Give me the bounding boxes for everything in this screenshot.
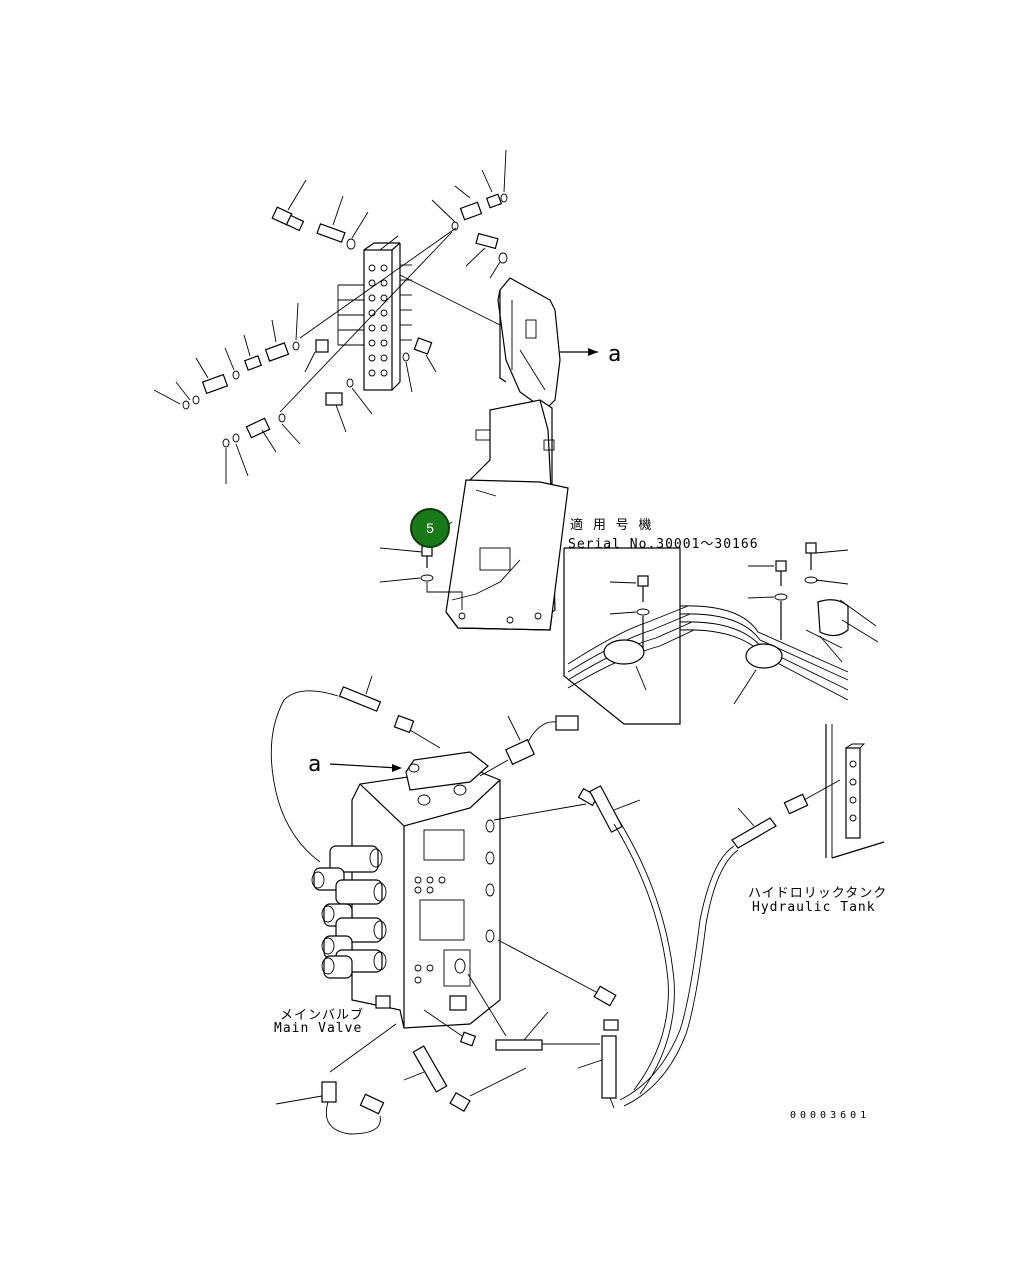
- tank-en-label: Hydraulic Tank: [752, 900, 876, 915]
- view-ref-valve-label: a: [308, 752, 323, 777]
- valve-spools: [311, 845, 387, 979]
- serial-jp-label: 適 用 号 機: [570, 518, 653, 533]
- view-ref-top-label: a: [608, 342, 623, 367]
- manifold-fittings: [153, 149, 508, 484]
- manifold-block: [337, 242, 412, 391]
- main-valve: [311, 751, 501, 1029]
- hydraulic-tank-side: [619, 724, 885, 1107]
- drawing-number: 00003601: [790, 1110, 871, 1121]
- serial-en-label: Serial No.30001～30166: [568, 537, 759, 552]
- valve-lines: [270, 675, 675, 1135]
- mounting-stand: [379, 399, 569, 631]
- valve-jp-label: メインバルブ: [280, 1008, 365, 1023]
- serial-inset: [563, 547, 695, 725]
- valve-en-label: Main Valve: [274, 1021, 363, 1036]
- callout-5[interactable]: 5: [410, 508, 450, 548]
- bracket-plate: [497, 277, 598, 411]
- tank-jp-label: ハイドロリックタンク: [748, 886, 888, 901]
- harness-clamp: [679, 542, 879, 705]
